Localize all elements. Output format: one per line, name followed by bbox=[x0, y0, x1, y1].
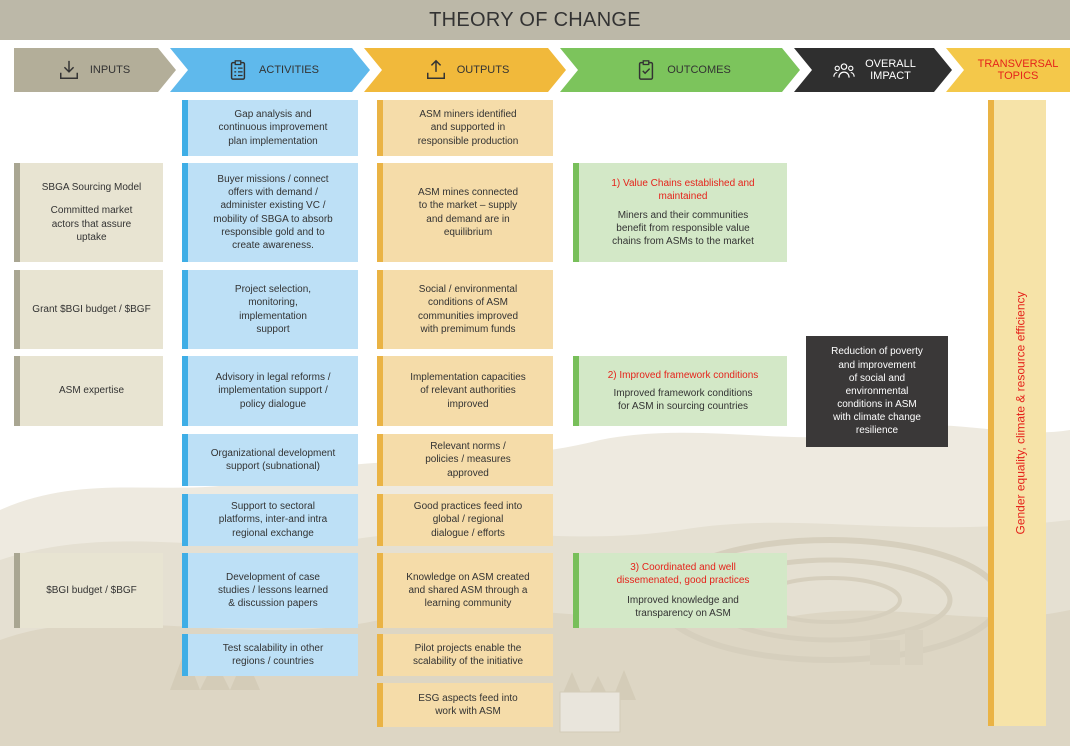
header-inputs: INPUTS bbox=[14, 48, 174, 92]
clipboard-list-icon bbox=[230, 60, 246, 80]
output-card: Implementation capacities of relevant au… bbox=[377, 356, 553, 426]
output-card: Pilot projects enable the scalability of… bbox=[377, 634, 553, 676]
header-activities-label: ACTIVITIES bbox=[259, 63, 319, 76]
header-activities: ACTIVITIES bbox=[188, 48, 358, 92]
outcome-card: 2) Improved framework conditions Improve… bbox=[573, 356, 787, 426]
impact-chevron bbox=[794, 48, 952, 92]
output-card: Social / environmental conditions of ASM… bbox=[377, 270, 553, 349]
inputs-chevron bbox=[14, 48, 176, 92]
output-card: ASM mines connected to the market – supp… bbox=[377, 163, 553, 262]
output-card: ESG aspects feed into work with ASM bbox=[377, 683, 553, 727]
output-card: Relevant norms / policies / measures app… bbox=[377, 434, 553, 486]
output-card: ASM miners identified and supported in r… bbox=[377, 100, 553, 156]
header-chevrons bbox=[14, 48, 1070, 92]
title-bar: THEORY OF CHANGE bbox=[0, 0, 1070, 40]
upload-tray-icon bbox=[426, 59, 445, 79]
outcome-card: 1) Value Chains established and maintain… bbox=[573, 163, 787, 262]
activity-card: Organizational development support (subn… bbox=[182, 434, 358, 486]
people-group-icon bbox=[833, 63, 855, 78]
transversal-topics-text: Gender equality, climate & resource effi… bbox=[1013, 291, 1028, 535]
activities-chevron bbox=[170, 48, 370, 92]
activity-card: Buyer missions / connect offers with dem… bbox=[182, 163, 358, 262]
output-card: Knowledge on ASM created and shared ASM … bbox=[377, 553, 553, 628]
header-transversal-label: TRANSVERSAL TOPICS bbox=[977, 57, 1059, 82]
activity-card: Support to sectoral platforms, inter-and… bbox=[182, 494, 358, 546]
page-title: THEORY OF CHANGE bbox=[429, 8, 641, 31]
activity-card: Project selection, monitoring, implement… bbox=[182, 270, 358, 349]
header-inputs-label: INPUTS bbox=[89, 63, 131, 76]
transversal-chevron bbox=[946, 48, 1070, 92]
activity-card: Development of case studies / lessons le… bbox=[182, 553, 358, 628]
activity-card: Test scalability in other regions / coun… bbox=[182, 634, 358, 676]
input-card: Grant $BGI budget / $BGF bbox=[14, 270, 163, 349]
outputs-chevron bbox=[364, 48, 566, 92]
header-impact: OVERALL IMPACT bbox=[812, 48, 937, 92]
transversal-topics-bar: Gender equality, climate & resource effi… bbox=[988, 100, 1046, 726]
activity-card: Gap analysis and continuous improvement … bbox=[182, 100, 358, 156]
input-card: $BGI budget / $BGF bbox=[14, 553, 163, 628]
header-outputs: OUTPUTS bbox=[382, 48, 552, 92]
activity-card: Advisory in legal reforms / implementati… bbox=[182, 356, 358, 426]
header-transversal: TRANSVERSAL TOPICS bbox=[966, 48, 1070, 92]
input-card: SBGA Sourcing Model Committed market act… bbox=[14, 163, 163, 262]
impact-card: Reduction of poverty and improvement of … bbox=[806, 336, 948, 447]
outcome-card: 3) Coordinated and well dissemenated, go… bbox=[573, 553, 787, 628]
header-outcomes-label: OUTCOMES bbox=[667, 63, 731, 76]
input-card: ASM expertise bbox=[14, 356, 163, 426]
clipboard-check-icon bbox=[639, 60, 654, 80]
header-outputs-label: OUTPUTS bbox=[456, 63, 510, 76]
header-impact-label: OVERALL IMPACT bbox=[865, 57, 916, 82]
output-card: Good practices feed into global / region… bbox=[377, 494, 553, 546]
header-outcomes: OUTCOMES bbox=[578, 48, 788, 92]
download-tray-icon bbox=[59, 60, 78, 79]
outcomes-chevron bbox=[560, 48, 800, 92]
